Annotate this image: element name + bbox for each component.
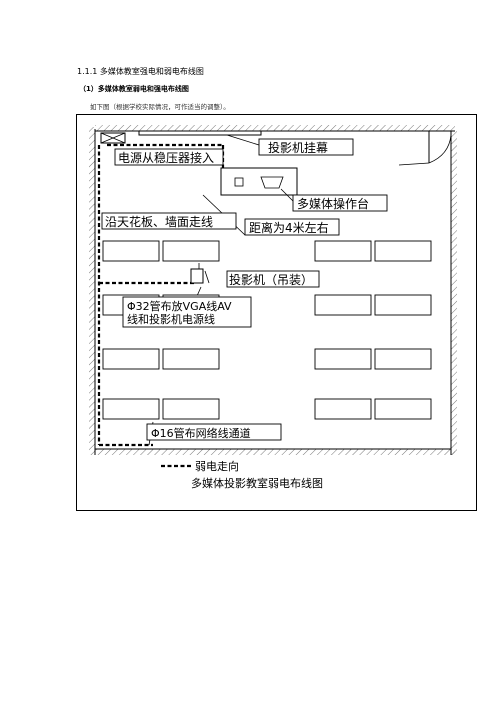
section-heading: 1.1.1 多媒体教室强电和弱电布线图: [77, 67, 204, 76]
distance-label-box: [244, 218, 340, 236]
pipe32-label-line2: 线和投影机电源线: [127, 312, 215, 326]
power-entry-label-box: [114, 148, 224, 166]
classroom-walls: [89, 125, 457, 455]
pipe16-label: Φ16管布网络线通道: [151, 426, 251, 440]
projector-label: 投影机（吊装）: [229, 272, 313, 287]
power-entry-label: 电源从稳压器接入: [118, 150, 214, 165]
legend-weak-current-label: 弱电走向: [195, 459, 239, 473]
ceiling-route-label-box: [101, 212, 237, 230]
wiring-diagram-figure: 投影机挂幕 电源从稳压器接入 多媒体操作台 沿天花板、墙面走线 距离为4米左右 …: [76, 114, 477, 511]
screen-label: 投影机挂幕: [268, 140, 328, 155]
media-console: [220, 167, 298, 196]
legend: 弱电走向: [161, 459, 239, 473]
pipe32-label-line1: Φ32管布放VGA线AV: [127, 299, 232, 313]
console-label: 多媒体操作台: [297, 196, 369, 211]
ceiling-route-label: 沿天花板、墙面走线: [105, 214, 213, 229]
console-label-box: [292, 194, 388, 212]
projection-screen: [138, 130, 262, 136]
intro-paragraph: 如下图（根据学校实际情况，可作适当的调整）。: [90, 103, 230, 111]
pipe16-label-box: [146, 423, 282, 441]
projector-label-box: [226, 270, 320, 288]
door-icon: [398, 131, 452, 166]
stabilizer-box: [100, 132, 126, 144]
distance-label: 距离为4米左右: [249, 220, 329, 235]
subsection-heading: （1）多媒体教室弱电和强电布线图: [79, 85, 189, 93]
projector-icon: [190, 263, 204, 284]
pipe32-label-box: [122, 296, 252, 328]
wiring-diagram: 投影机挂幕 电源从稳压器接入 多媒体操作台 沿天花板、墙面走线 距离为4米左右 …: [89, 125, 457, 490]
student-desks: [102, 240, 432, 420]
diagram-caption: 多媒体投影教室弱电布线图: [191, 476, 323, 490]
screen-label-box: [258, 138, 354, 156]
